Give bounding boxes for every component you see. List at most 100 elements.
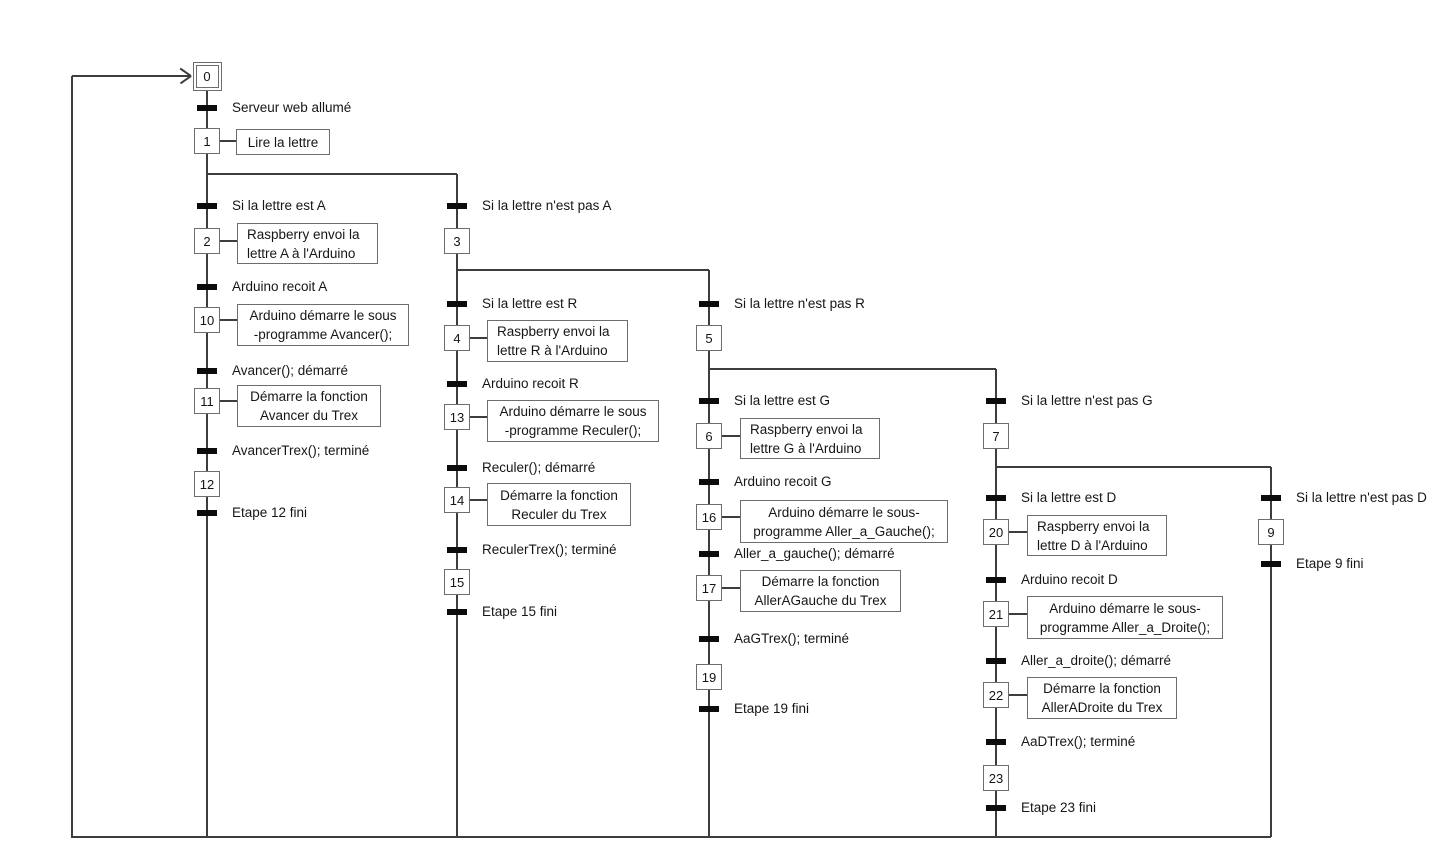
transition-label: Si la lettre est A	[232, 198, 326, 213]
transition-label: Arduino recoit D	[1021, 572, 1118, 587]
transition-bar	[986, 739, 1006, 745]
transition-label: AvancerTrex(); terminé	[232, 443, 370, 458]
transition-bar	[197, 510, 217, 516]
transition-bar	[197, 448, 217, 454]
action-label: Démarre la fonction	[761, 574, 880, 589]
step-box: 12	[194, 471, 220, 497]
action-box: Raspberry envoi la lettre A à l'Arduino	[237, 223, 378, 264]
transition-bar	[1261, 495, 1281, 501]
transition-bar	[447, 465, 467, 471]
transition-label: AaGTrex(); terminé	[734, 631, 850, 646]
transition-bar	[447, 203, 467, 209]
action-label: Démarre la fonction	[500, 487, 618, 503]
action-connector-line	[1009, 613, 1027, 615]
transition-bar	[197, 105, 217, 111]
transition-label: Si la lettre n'est pas A	[482, 198, 612, 213]
action-label: Raspberry envoi la	[497, 324, 610, 339]
flow-line	[206, 91, 208, 837]
action-label: Avancer du Trex	[259, 408, 359, 423]
transition-bar	[699, 551, 719, 557]
action-connector-line	[220, 140, 236, 142]
step-box: 5	[696, 325, 722, 351]
transition-label: Arduino recoit R	[482, 376, 579, 391]
step-box: 19	[696, 664, 722, 690]
action-label: Raspberry envoi la	[247, 226, 360, 242]
step-box: 1	[194, 128, 220, 154]
action-connector-line	[470, 499, 487, 501]
flow-line	[207, 173, 457, 175]
transition-bar	[699, 398, 719, 404]
transition-label: Aller_a_droite(); démarré	[1021, 653, 1172, 668]
action-label: lettre A à l'Arduino	[247, 245, 356, 261]
step-box: 20	[983, 519, 1009, 545]
action-connector-line	[220, 400, 237, 402]
transition-label: Etape 15 fini	[482, 604, 558, 619]
transition-label: Serveur web allumé	[232, 100, 352, 115]
transition-label: Etape 23 fini	[1021, 800, 1097, 815]
flow-line	[996, 466, 1271, 468]
step-box: 13	[444, 404, 470, 430]
action-label: lettre D à l'Arduino	[1037, 537, 1148, 553]
action-connector-line	[722, 587, 740, 589]
step-box: 11	[194, 388, 220, 414]
action-label: Lire la lettre	[247, 134, 319, 150]
action-box: Arduino démarre le sous-programme Aller_…	[740, 500, 948, 543]
step-box-initial: 0	[192, 62, 222, 91]
action-box: Arduino démarre le sous-programme Avance…	[237, 304, 409, 346]
step-box: 6	[696, 423, 722, 449]
action-label: AllerADroite du Trex	[1041, 700, 1163, 715]
action-box: Raspberry envoi la lettre D à l'Arduino	[1027, 515, 1167, 556]
action-label: Raspberry envoi la	[1037, 518, 1150, 534]
transition-label: Si la lettre n'est pas D	[1296, 490, 1427, 505]
step-box: 17	[696, 575, 722, 601]
step-box: 10	[194, 307, 220, 333]
transition-label: Avancer(); démarré	[232, 363, 349, 378]
step-box: 23	[983, 765, 1009, 791]
step-box: 16	[696, 504, 722, 530]
action-box: Arduino démarre le sous-programme Aller_…	[1027, 596, 1223, 639]
step-box: 22	[983, 682, 1009, 708]
transition-label: Si la lettre est G	[734, 393, 831, 408]
step-box: 14	[444, 487, 470, 513]
flow-line	[709, 368, 996, 370]
action-connector-line	[470, 416, 487, 418]
action-label: Arduino démarre le sous-	[768, 504, 920, 520]
step-box: 7	[983, 423, 1009, 449]
transition-bar	[447, 381, 467, 387]
transition-label: Si la lettre est D	[1021, 490, 1117, 505]
transition-label: ReculerTrex(); terminé	[482, 542, 617, 557]
transition-label: Si la lettre est R	[482, 296, 578, 311]
flow-line	[72, 836, 1271, 838]
transition-label: Reculer(); démarré	[482, 460, 596, 475]
transition-label: Arduino recoit G	[734, 474, 832, 489]
action-connector-line	[220, 319, 237, 321]
transition-bar	[699, 706, 719, 712]
flow-line	[457, 269, 709, 271]
action-label: programme Aller_a_Gauche();	[753, 523, 935, 539]
action-connector-line	[722, 516, 740, 518]
action-connector-line	[722, 435, 740, 437]
transition-bar	[447, 609, 467, 615]
action-connector-line	[1009, 531, 1027, 533]
action-label: -programme Avancer();	[253, 327, 393, 342]
action-label: -programme Reculer();	[504, 423, 642, 438]
transition-bar	[1261, 561, 1281, 567]
transition-bar	[197, 284, 217, 290]
transition-bar	[986, 805, 1006, 811]
action-label: Arduino démarre le sous-	[1049, 600, 1201, 616]
step-number: 0	[195, 65, 219, 88]
step-box: 21	[983, 601, 1009, 627]
transition-label: Si la lettre n'est pas R	[734, 296, 865, 311]
step-box: 2	[194, 228, 220, 254]
step-box: 3	[444, 228, 470, 254]
action-box: Arduino démarre le sous-programme Recule…	[487, 400, 659, 442]
transition-bar	[986, 658, 1006, 664]
transition-bar	[986, 495, 1006, 501]
flow-line	[72, 75, 190, 77]
step-box: 15	[444, 569, 470, 595]
